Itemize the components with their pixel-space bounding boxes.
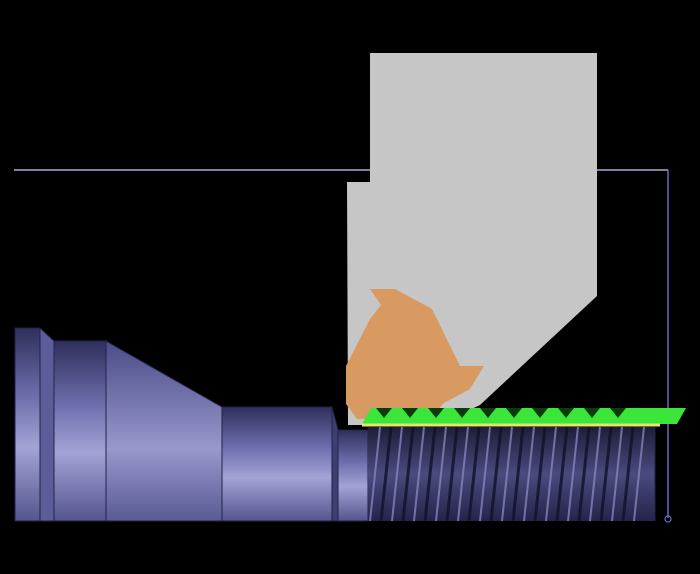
thread-cut-profile bbox=[362, 408, 686, 427]
threaded-section bbox=[368, 426, 656, 522]
dimension-line-endpoint bbox=[664, 515, 672, 523]
cutting-insert bbox=[346, 289, 484, 419]
workpiece-shaft bbox=[14, 326, 369, 522]
